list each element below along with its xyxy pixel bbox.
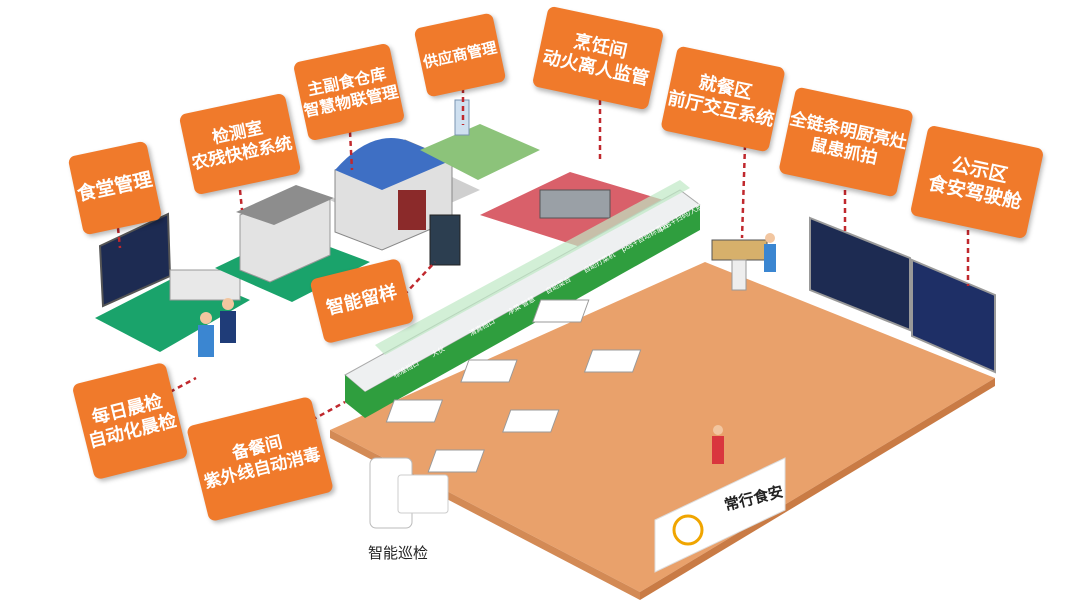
kiosk-screen bbox=[711, 239, 768, 261]
table bbox=[385, 399, 444, 423]
kitchen-fridge bbox=[429, 214, 461, 266]
label-canteen-management: 食堂管理 bbox=[67, 140, 163, 236]
table bbox=[460, 359, 518, 383]
serving-counter-side bbox=[365, 205, 700, 418]
leader-line bbox=[348, 131, 354, 171]
leader-lines bbox=[116, 88, 970, 422]
person-head bbox=[222, 298, 234, 310]
label-line: 食堂管理 bbox=[75, 168, 155, 207]
dining-floor-edge bbox=[640, 378, 995, 600]
label-line: 供应商管理 bbox=[421, 38, 499, 72]
leader-line bbox=[403, 261, 436, 296]
leader-line bbox=[740, 144, 747, 239]
person-body bbox=[198, 325, 214, 357]
label-line: 智能留样 bbox=[324, 281, 400, 320]
patrol-caption: 智能巡检 bbox=[368, 544, 429, 562]
person-body bbox=[764, 244, 776, 272]
person-body bbox=[220, 311, 236, 343]
table bbox=[532, 299, 590, 323]
dashboard-wall bbox=[911, 258, 996, 374]
lab-roof bbox=[236, 185, 334, 225]
kitchen-stove bbox=[539, 189, 611, 219]
serving-counter-front bbox=[345, 375, 365, 418]
leader-line bbox=[116, 227, 122, 249]
person-head bbox=[200, 312, 212, 324]
warehouse-door bbox=[398, 190, 426, 230]
person-head bbox=[713, 425, 723, 435]
counter-glass bbox=[375, 180, 690, 355]
table bbox=[427, 449, 485, 473]
phone-card bbox=[397, 474, 449, 514]
office-desk bbox=[169, 269, 241, 301]
leader-line bbox=[238, 189, 244, 211]
table bbox=[502, 409, 560, 433]
supplier-base bbox=[420, 124, 540, 180]
leader-line bbox=[311, 400, 346, 422]
leader-line bbox=[169, 376, 197, 394]
dining-floor bbox=[330, 262, 995, 592]
brand-logo-icon bbox=[672, 514, 704, 546]
person-head bbox=[765, 233, 775, 243]
video-wall bbox=[809, 216, 911, 332]
kiosk-stand bbox=[731, 259, 747, 291]
table bbox=[583, 349, 642, 373]
person-body bbox=[712, 436, 724, 464]
